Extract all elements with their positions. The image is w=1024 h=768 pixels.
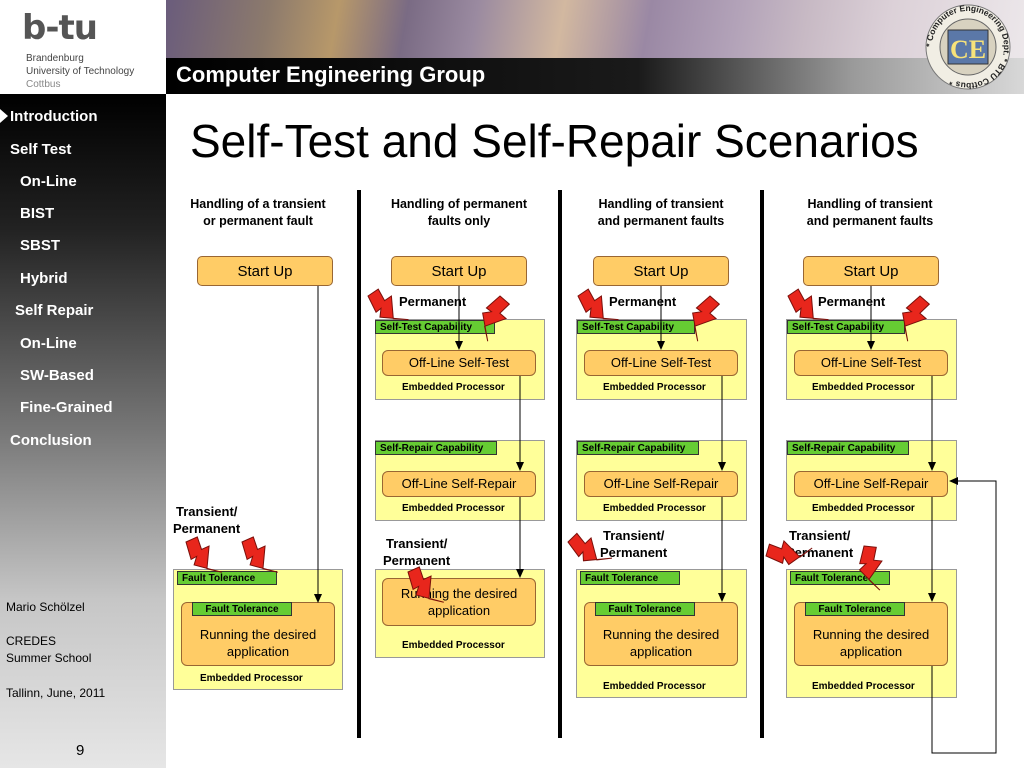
- embedded-processor-label: Embedded Processor: [603, 382, 706, 393]
- fault-tolerance-tag: Fault Tolerance: [177, 571, 277, 585]
- group-title: Computer Engineering Group: [176, 62, 486, 87]
- logo-line-2: University of Technology: [26, 66, 135, 77]
- offline-self-test-box: Off-Line Self-Test: [584, 350, 738, 376]
- start-up-box: Start Up: [391, 256, 527, 286]
- nav-item-self-repair-online[interactable]: On-Line: [20, 335, 77, 352]
- slide-title: Self-Test and Self-Repair Scenarios: [190, 115, 919, 167]
- embedded-processor-label: Embedded Processor: [402, 382, 505, 393]
- embedded-processor-label: Embedded Processor: [402, 640, 505, 651]
- embedded-processor-label: Embedded Processor: [812, 382, 915, 393]
- transient-permanent-label: Transient/Permanent: [173, 504, 241, 536]
- inner-fault-tolerance-tag: Fault Tolerance: [805, 602, 905, 616]
- permanent-fault-label: Permanent: [399, 294, 467, 309]
- offline-self-test-box: Off-Line Self-Test: [794, 350, 948, 376]
- nav-item-bist[interactable]: BIST: [20, 205, 55, 222]
- transient-permanent-label: Transient/Permanent: [786, 528, 854, 560]
- offline-self-repair-box: Off-Line Self-Repair: [794, 471, 948, 497]
- nav-item-self-test[interactable]: Self Test: [10, 141, 72, 158]
- embedded-processor-label: Embedded Processor: [402, 503, 505, 514]
- nav-item-sbst[interactable]: SBST: [20, 237, 61, 254]
- fault-tolerance-tag: Fault Tolerance: [580, 571, 680, 585]
- logo-line-3: Cottbus: [26, 79, 61, 90]
- self-repair-capability-tag: Self-Repair Capability: [375, 441, 497, 455]
- author-name: Mario Schölzel: [6, 600, 85, 614]
- university-name: Brandenburg University of Technology Cot…: [26, 52, 134, 91]
- nav-item-fine-grained[interactable]: Fine-Grained: [20, 399, 113, 416]
- nav-item-self-test-online[interactable]: On-Line: [20, 173, 77, 190]
- column-separator: [357, 190, 361, 738]
- nav-item-hybrid[interactable]: Hybrid: [20, 270, 68, 287]
- active-section-arrow-icon: [0, 109, 8, 123]
- start-up-box: Start Up: [197, 256, 333, 286]
- permanent-fault-label: Permanent: [818, 294, 886, 309]
- header-banner-image: [166, 0, 1024, 58]
- embedded-processor-label: Embedded Processor: [812, 503, 915, 514]
- fault-tolerance-tag: Fault Tolerance: [790, 571, 890, 585]
- event-subtitle: Summer School: [6, 651, 92, 665]
- column-separator: [760, 190, 764, 738]
- event-name: CREDES: [6, 634, 57, 648]
- permanent-fault-label: Permanent: [609, 294, 677, 309]
- logo-line-1: Brandenburg: [26, 53, 84, 64]
- page-number: 9: [76, 742, 85, 759]
- embedded-processor-label: Embedded Processor: [603, 681, 706, 692]
- column-separator: [558, 190, 562, 738]
- ce-department-logo: CE * Computer Engineering Dept. * BTU Co…: [924, 3, 1012, 91]
- start-up-box: Start Up: [593, 256, 729, 286]
- nav-item-sw-based[interactable]: SW-Based: [20, 367, 94, 384]
- transient-permanent-label: Transient/Permanent: [383, 536, 451, 568]
- header-bar: [166, 58, 1024, 94]
- sidebar: [0, 94, 166, 768]
- start-up-box: Start Up: [803, 256, 939, 286]
- embedded-processor-label: Embedded Processor: [812, 681, 915, 692]
- self-repair-capability-tag: Self-Repair Capability: [577, 441, 699, 455]
- university-logo: b-tu Brandenburg University of Technolog…: [0, 0, 166, 94]
- self-test-capability-tag: Self-Test Capability: [787, 320, 905, 334]
- self-test-capability-tag: Self-Test Capability: [577, 320, 695, 334]
- self-test-capability-tag: Self-Test Capability: [375, 320, 495, 334]
- self-repair-capability-tag: Self-Repair Capability: [787, 441, 909, 455]
- ce-mark: CE: [950, 35, 986, 64]
- btu-wordmark: b-tu: [22, 8, 98, 48]
- offline-self-repair-box: Off-Line Self-Repair: [382, 471, 536, 497]
- nav-item-introduction[interactable]: Introduction: [10, 108, 98, 125]
- embedded-processor-label: Embedded Processor: [603, 503, 706, 514]
- inner-fault-tolerance-tag: Fault Tolerance: [192, 602, 292, 616]
- offline-self-test-box: Off-Line Self-Test: [382, 350, 536, 376]
- embedded-processor-label: Embedded Processor: [200, 673, 303, 684]
- nav-item-conclusion[interactable]: Conclusion: [10, 432, 92, 449]
- place-date: Tallinn, June, 2011: [6, 686, 106, 700]
- transient-permanent-label: Transient/Permanent: [600, 528, 668, 560]
- inner-fault-tolerance-tag: Fault Tolerance: [595, 602, 695, 616]
- nav-item-self-repair[interactable]: Self Repair: [15, 302, 94, 319]
- offline-self-repair-box: Off-Line Self-Repair: [584, 471, 738, 497]
